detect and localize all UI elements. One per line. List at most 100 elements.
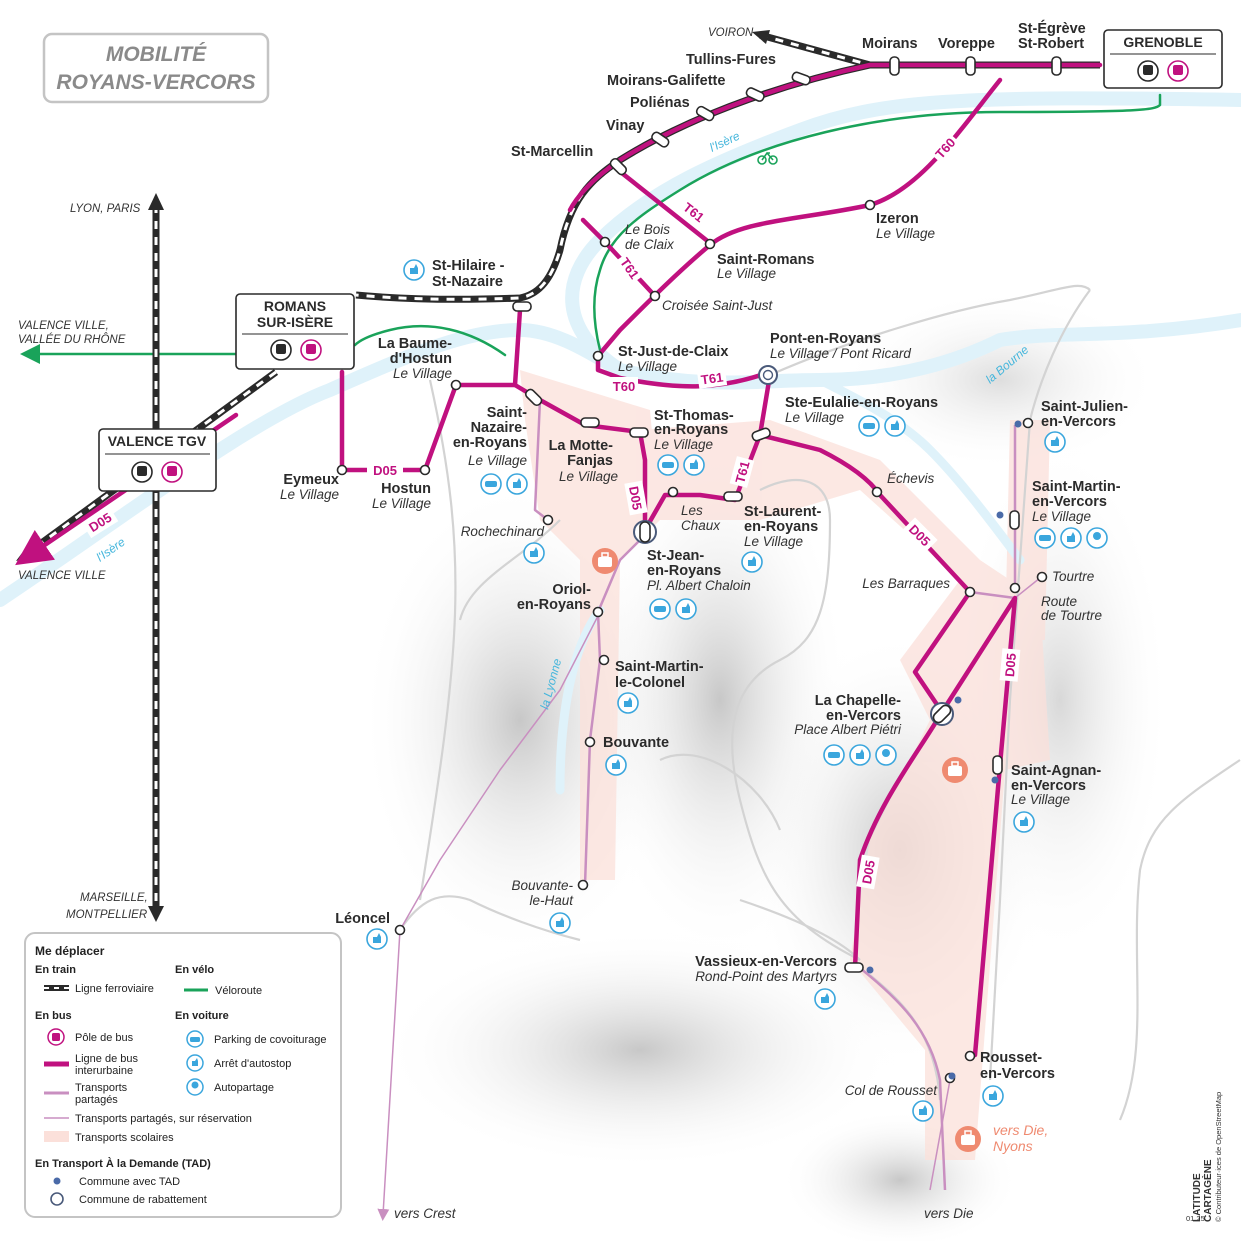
svg-text:Le Village: Le Village xyxy=(1011,792,1070,807)
svg-text:VALENCE TGV: VALENCE TGV xyxy=(108,433,207,449)
svg-text:Le Bois: Le Bois xyxy=(625,222,670,237)
autostop-icon xyxy=(741,551,763,573)
svg-text:Le Village / Pont Ricard: Le Village / Pont Ricard xyxy=(770,346,911,361)
autostop-icon xyxy=(849,744,871,766)
hub-romans: ROMANS SUR-ISÈRE xyxy=(235,293,355,370)
svg-text:St-Laurent-: St-Laurent- xyxy=(744,504,822,520)
svg-text:en-Royans: en-Royans xyxy=(744,519,818,535)
svg-text:Les: Les xyxy=(681,503,703,518)
svg-text:SUR-ISÈRE: SUR-ISÈRE xyxy=(257,314,333,330)
svg-text:Le Village: Le Village xyxy=(876,226,935,241)
svg-text:Place Albert Piétri: Place Albert Piétri xyxy=(794,722,902,737)
svg-text:Col de Rousset: Col de Rousset xyxy=(845,1083,939,1098)
svg-text:T61: T61 xyxy=(700,370,724,388)
autostop-icon xyxy=(366,928,388,950)
svg-text:VALLÉE DU RHÔNE: VALLÉE DU RHÔNE xyxy=(18,333,126,346)
carpool-icon xyxy=(649,598,671,620)
svg-text:interurbaine: interurbaine xyxy=(75,1065,133,1077)
svg-text:D05: D05 xyxy=(626,485,645,511)
svg-text:Le Village: Le Village xyxy=(744,534,803,549)
svg-text:Le Village: Le Village xyxy=(717,266,776,281)
svg-text:Commune avec TAD: Commune avec TAD xyxy=(79,1176,180,1188)
svg-text:D05: D05 xyxy=(1002,653,1019,678)
autostop-icon xyxy=(884,415,906,437)
svg-text:Rochechinard: Rochechinard xyxy=(461,524,545,539)
autostop-icon xyxy=(549,912,571,934)
svg-text:St-Égrève: St-Égrève xyxy=(1018,20,1086,37)
svg-text:En bus: En bus xyxy=(35,1010,72,1022)
hub-valence-tgv: VALENCE TGV xyxy=(98,428,217,492)
svg-text:Le Village: Le Village xyxy=(654,437,713,452)
autostop-icon xyxy=(675,598,697,620)
autostop-icon xyxy=(683,454,705,476)
arrow-north-icon xyxy=(148,193,164,210)
svg-text:en-Royans: en-Royans xyxy=(517,597,591,613)
svg-text:Tourtre: Tourtre xyxy=(1052,569,1094,584)
svg-text:Le Village: Le Village xyxy=(1032,509,1091,524)
svg-text:en-Vercors: en-Vercors xyxy=(1032,494,1107,510)
svg-text:Le Village: Le Village xyxy=(785,410,844,425)
svg-text:St-Thomas-: St-Thomas- xyxy=(654,408,734,424)
autostop-icon xyxy=(912,1100,934,1122)
hub-la-chapelle xyxy=(930,702,954,726)
autostop-icon xyxy=(617,692,639,714)
svg-text:en-Vercors: en-Vercors xyxy=(826,708,901,724)
svg-text:le-Colonel: le-Colonel xyxy=(615,675,685,691)
svg-text:ROMANS: ROMANS xyxy=(264,298,326,314)
autostop-icon xyxy=(403,259,425,281)
svg-text:Saint-Martin-: Saint-Martin- xyxy=(615,659,704,675)
route-badge-d05-hostun: D05 xyxy=(367,461,403,479)
autostop-icon xyxy=(982,1085,1004,1107)
svg-text:T61: T61 xyxy=(732,459,752,485)
svg-text:en-Vercors: en-Vercors xyxy=(1041,414,1116,430)
svg-text:LATITUDE: LATITUDE xyxy=(1192,1173,1203,1222)
svg-text:VALENCE VILLE,: VALENCE VILLE, xyxy=(18,320,109,332)
svg-text:partagés: partagés xyxy=(75,1094,118,1106)
svg-text:Vassieux-en-Vercors: Vassieux-en-Vercors xyxy=(695,954,837,970)
svg-text:Bouvante-: Bouvante- xyxy=(511,878,573,893)
svg-text:vers Die: vers Die xyxy=(924,1206,974,1221)
rabattement-hubs xyxy=(633,365,954,726)
school-bag-icon xyxy=(592,548,618,574)
route-badge-d05-agnan: D05 xyxy=(999,648,1021,682)
carpool-icon xyxy=(1034,527,1056,549)
svg-text:le-Haut: le-Haut xyxy=(529,893,574,908)
autostop-icon xyxy=(523,542,545,564)
hub-st-jean xyxy=(633,520,657,544)
svg-text:Le Village: Le Village xyxy=(468,453,527,468)
svg-text:vers Die,: vers Die, xyxy=(993,1122,1048,1138)
tad-dots xyxy=(866,420,1022,1080)
svg-text:ROYANS-VERCORS: ROYANS-VERCORS xyxy=(56,71,255,94)
svg-text:Arrêt d'autostop: Arrêt d'autostop xyxy=(214,1058,291,1070)
autopartage-icon xyxy=(875,744,897,766)
svg-text:GRENOBLE: GRENOBLE xyxy=(1123,34,1202,50)
autostop-icon xyxy=(506,473,528,495)
svg-text:Ligne ferroviaire: Ligne ferroviaire xyxy=(75,983,154,995)
svg-text:de Claix: de Claix xyxy=(625,237,675,252)
svg-text:Saint-Agnan-: Saint-Agnan- xyxy=(1011,763,1101,779)
svg-text:en-Royans: en-Royans xyxy=(647,563,721,579)
svg-text:CARTAGÈNE: CARTAGÈNE xyxy=(1201,1159,1214,1222)
svg-text:MARSEILLE,: MARSEILLE, xyxy=(80,892,148,904)
svg-text:Poliénas: Poliénas xyxy=(630,95,690,111)
svg-text:en-Vercors: en-Vercors xyxy=(1011,778,1086,794)
svg-text:Chaux: Chaux xyxy=(681,518,721,533)
svg-text:Le Village: Le Village xyxy=(393,366,452,381)
svg-text:Pont-en-Royans: Pont-en-Royans xyxy=(770,331,881,347)
svg-text:Izeron: Izeron xyxy=(876,211,919,227)
svg-text:Nazaire-: Nazaire- xyxy=(471,420,528,436)
school-icons xyxy=(592,548,981,1152)
svg-text:Le Village: Le Village xyxy=(280,487,339,502)
carpool-icon xyxy=(858,415,880,437)
svg-text:Ligne de bus: Ligne de bus xyxy=(75,1053,138,1065)
place-labels: Moirans Voreppe St-Égrève St-Robert Tull… xyxy=(280,20,1128,1098)
svg-text:Moirans: Moirans xyxy=(862,36,918,52)
svg-text:Vinay: Vinay xyxy=(606,118,644,134)
school-bag-icon xyxy=(942,757,968,783)
rivers xyxy=(0,91,1241,795)
svg-text:Le Village: Le Village xyxy=(559,469,618,484)
veloroute xyxy=(20,93,1162,364)
svg-text:Bouvante: Bouvante xyxy=(603,735,669,751)
svg-text:Oriol-: Oriol- xyxy=(552,582,591,598)
svg-text:St-Robert: St-Robert xyxy=(1018,36,1084,52)
